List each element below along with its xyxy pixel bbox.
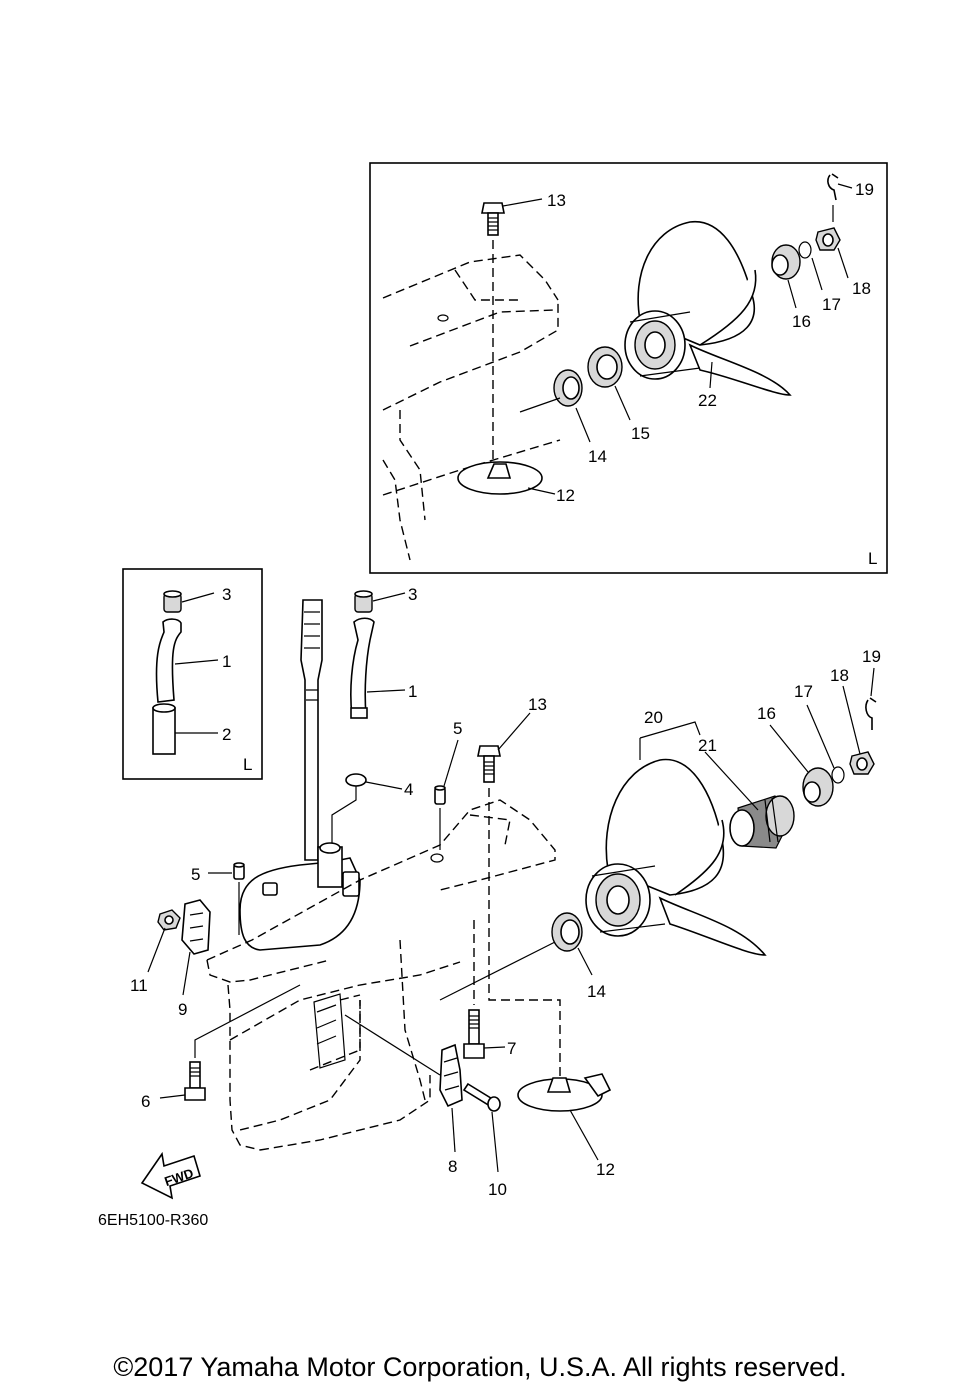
callout-22: 22 <box>698 391 717 410</box>
callout-4: 4 <box>404 780 413 799</box>
callout-labels-main: 3 1 5 13 4 20 21 16 17 18 19 5 11 9 14 7… <box>130 585 881 1199</box>
drive-shaft <box>300 599 323 861</box>
callout-labels-inset-tube: 3 1 2 <box>222 585 231 744</box>
dowel-pin-5-left <box>233 862 245 880</box>
cotter-pin-19-inset <box>827 173 839 201</box>
dowel-pin-5-right <box>434 785 446 805</box>
nut-18-main <box>849 751 875 775</box>
spacer-14-main <box>551 912 583 952</box>
grommet-3-inset <box>163 590 182 613</box>
screw-10 <box>462 1082 501 1112</box>
callout-18: 18 <box>852 279 871 298</box>
inset-tube-leaders <box>174 592 219 734</box>
fwd-arrow: FWD <box>140 1151 201 1200</box>
callout-13: 13 <box>528 695 547 714</box>
clip-8-axis <box>344 1014 441 1076</box>
callout-6: 6 <box>141 1092 150 1111</box>
washer-17-inset <box>798 241 812 259</box>
sleeve-2-inset <box>152 703 176 755</box>
inset-box-propeller <box>369 162 888 574</box>
callout-12: 12 <box>596 1160 615 1179</box>
cotter-pin-19-main <box>865 697 877 730</box>
callout-17: 17 <box>822 295 841 314</box>
bolt-6-axis <box>194 984 301 1058</box>
callout-15: 15 <box>631 424 650 443</box>
callout-16: 16 <box>757 704 776 723</box>
callout-1: 1 <box>222 652 231 671</box>
washer-15-inset <box>587 346 623 388</box>
callout-19: 19 <box>862 647 881 666</box>
anode-12-main <box>517 1073 612 1112</box>
inset-axis-line <box>519 397 561 413</box>
inset-marker-l-tube: L <box>243 755 252 774</box>
tube-axis-line <box>331 786 357 848</box>
callout-14: 14 <box>587 982 606 1001</box>
bolt-13-axis <box>488 788 561 1085</box>
clip-9 <box>181 899 211 955</box>
bolt-13-main <box>477 745 501 783</box>
nut-11 <box>157 909 181 931</box>
callout-14: 14 <box>588 447 607 466</box>
spacer-14-axis <box>439 941 556 1001</box>
callout-9: 9 <box>178 1000 187 1019</box>
bolt-13-inset <box>481 202 505 236</box>
callout-3: 3 <box>408 585 417 604</box>
grommet-3-main <box>354 590 373 613</box>
callout-18: 18 <box>830 666 849 685</box>
callout-13: 13 <box>547 191 566 210</box>
tube-1-inset <box>155 618 182 703</box>
bolt-7 <box>463 1009 485 1059</box>
callout-8: 8 <box>448 1157 457 1176</box>
lower-casing-body <box>206 799 556 1151</box>
lower-casing-housing <box>239 842 361 951</box>
inset-propeller-leaders <box>502 183 853 495</box>
nut-18-inset <box>815 227 841 251</box>
callout-21: 21 <box>698 736 717 755</box>
callout-10: 10 <box>488 1180 507 1199</box>
grommet-4 <box>345 773 367 787</box>
callout-5: 5 <box>191 865 200 884</box>
propeller-22-inset <box>624 220 792 396</box>
main-leaders <box>147 592 875 1173</box>
callout-labels-inset-propeller: 13 19 18 17 16 22 15 14 12 <box>547 180 874 505</box>
spacer-16-main <box>802 767 834 807</box>
callout-16: 16 <box>792 312 811 331</box>
spacer-16-inset <box>771 244 801 280</box>
inset-box-tube <box>122 568 263 780</box>
spacer-14-inset <box>553 369 583 407</box>
anode-12-inset <box>457 461 543 495</box>
inset-gearcase-outline <box>382 254 561 561</box>
bolt-6 <box>184 1061 206 1101</box>
clip-8 <box>439 1043 463 1108</box>
callout-19: 19 <box>855 180 874 199</box>
inset-marker-l-propeller: L <box>868 549 877 568</box>
washer-17-main <box>831 766 845 784</box>
callout-20: 20 <box>644 708 663 727</box>
drawing-code: 6EH5100-R360 <box>98 1212 209 1229</box>
tube-1-main <box>350 617 375 719</box>
callout-12: 12 <box>556 486 575 505</box>
callout-3: 3 <box>222 585 231 604</box>
callout-5: 5 <box>453 719 462 738</box>
propeller-20-main <box>585 758 767 956</box>
callout-17: 17 <box>794 682 813 701</box>
callout-2: 2 <box>222 725 231 744</box>
copyright-notice: ©2017 Yamaha Motor Corporation, U.S.A. A… <box>113 1352 847 1382</box>
callout-11: 11 <box>130 976 148 995</box>
callout-7: 7 <box>507 1039 516 1058</box>
callout-1: 1 <box>408 682 417 701</box>
hub-21 <box>729 795 795 849</box>
